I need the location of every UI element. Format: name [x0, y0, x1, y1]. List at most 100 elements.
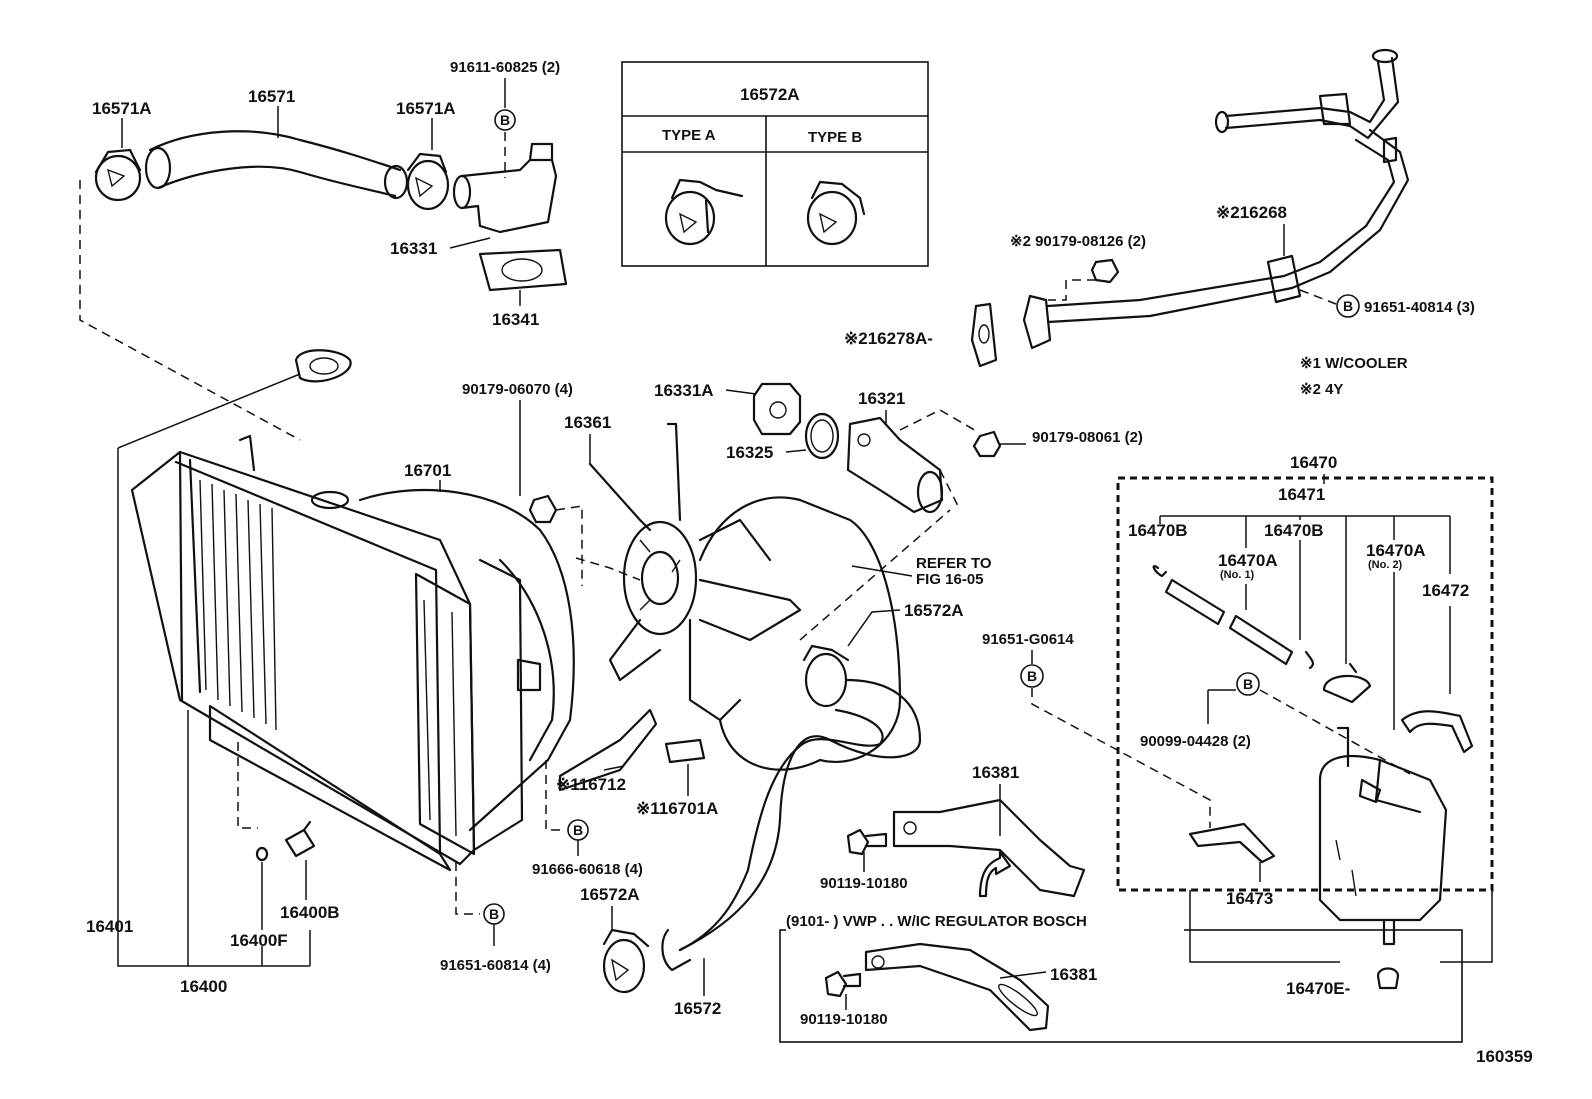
lower-hose-16572 — [661, 678, 922, 972]
water-inlet-16321 — [846, 416, 944, 514]
label-fig-16-05: FIG 16-05 — [916, 571, 984, 588]
label-bosch-note: (9101- ) VWP . . W/IC REGULATOR BOSCH — [786, 913, 1087, 930]
reservoir-kit-box — [1116, 476, 1494, 892]
label-16471: 16471 — [1278, 485, 1325, 504]
label-216278A: ※216278A- — [844, 329, 933, 348]
label-16571: 16571 — [248, 87, 295, 106]
leader-16571A-to-radiator — [79, 180, 301, 441]
label-16470: 16470 — [1290, 453, 1337, 472]
label-91651-60814-4: 91651-60814 (4) — [440, 957, 551, 974]
bolt-marker-91651-G0614: B — [1020, 664, 1044, 688]
label-16401: 16401 — [86, 917, 133, 936]
label-91666-60618: 91666-60618 (4) — [532, 861, 643, 878]
clip-16470B-left — [1152, 565, 1168, 578]
clamp-16572A-low — [602, 928, 650, 994]
label-16571A-left: 16571A — [92, 99, 152, 118]
label-16331: 16331 — [390, 239, 437, 258]
note-4y: ※2 4Y — [1300, 381, 1343, 398]
clip-16470B-right — [1304, 650, 1315, 670]
bracket-16473 — [1188, 822, 1276, 864]
label-type-b: TYPE B — [808, 129, 862, 146]
svg-text:B: B — [1027, 668, 1037, 684]
label-91651-40814-3: 91651-40814 (3) — [1364, 299, 1475, 316]
label-16470B-left: 16470B — [1128, 521, 1188, 540]
arrow-icon — [978, 850, 1012, 898]
label-16321: 16321 — [858, 389, 905, 408]
label-16400: 16400 — [180, 977, 227, 996]
svg-text:B: B — [573, 822, 583, 838]
label-90099-04428: 90099-04428 (2) — [1140, 733, 1251, 750]
label-no1: (No. 1) — [1220, 569, 1255, 581]
shroud-16701 — [358, 488, 575, 852]
radiator-16400 — [130, 434, 476, 872]
gasket-216278A — [970, 302, 998, 368]
water-outlet-16331 — [452, 142, 558, 234]
note-w-cooler: ※1 W/COOLER — [1300, 355, 1408, 372]
label-16381-top: 16381 — [972, 763, 1019, 782]
label-16361: 16361 — [564, 413, 611, 432]
hose-16571 — [144, 130, 409, 200]
cap-16470E — [1376, 967, 1400, 990]
cap-16470A-no2 — [1322, 662, 1372, 704]
label-16331A: 16331A — [654, 381, 714, 400]
svg-text:B: B — [489, 906, 499, 922]
label-116712: ※116712 — [556, 775, 626, 794]
label-16572A-mid: 16572A — [904, 601, 964, 620]
nut-90179-06070 — [528, 494, 558, 524]
bolt-90119-bottom — [824, 970, 862, 998]
nut-90179-08126 — [1090, 258, 1120, 284]
clamp-type-a-icon — [664, 178, 744, 246]
label-type-a: TYPE A — [662, 127, 716, 144]
label-90119-10180-top: 90119-10180 — [820, 875, 908, 892]
svg-text:B: B — [1243, 676, 1253, 692]
label-216268: ※216268 — [1216, 203, 1287, 222]
label-90179-08061: 90179-08061 (2) — [1032, 429, 1143, 446]
bracket-116701A — [664, 738, 706, 764]
label-16472: 16472 — [1422, 581, 1469, 600]
label-16470A-no1: 16470A — [1218, 551, 1278, 570]
leader-drain — [237, 742, 258, 829]
label-16470B-right: 16470B — [1264, 521, 1324, 540]
gasket-16325 — [804, 412, 840, 460]
hose-16470A-no1 — [1164, 578, 1294, 666]
clamp-type-b-icon — [806, 180, 866, 246]
clamp-16572A-mid — [802, 644, 850, 708]
label-16325: 16325 — [726, 443, 773, 462]
cooler-pipe-216268 — [1022, 48, 1410, 350]
bolt-marker-91651-60814: B — [483, 903, 505, 925]
label-16470A-no2: 16470A — [1366, 541, 1426, 560]
fan-belt-ref — [698, 496, 902, 771]
label-116701A: ※116701A — [636, 799, 718, 818]
hose-16472 — [1400, 710, 1474, 754]
bolt-marker-90099: B — [1236, 672, 1260, 696]
bolt-marker-91651-40814: B — [1336, 294, 1360, 318]
drain-cock-16400B — [284, 820, 316, 858]
reservoir-tank — [1318, 726, 1448, 946]
radiator-cap-gasket — [294, 349, 352, 383]
label-16470E: 16470E- — [1286, 979, 1350, 998]
label-16473: 16473 — [1226, 889, 1273, 908]
label-90179-06070: 90179-06070 (4) — [462, 381, 573, 398]
label-16400B: 16400B — [280, 903, 340, 922]
label-refer-to: REFER TO — [916, 555, 992, 572]
label-90179-08126: ※2 90179-08126 (2) — [1010, 233, 1146, 250]
shield-116712 — [558, 708, 658, 792]
bolt-marker-91666: B — [567, 819, 589, 841]
figure-number: 160359 — [1476, 1047, 1533, 1066]
clamp-16571A-right — [406, 152, 450, 211]
nut-90179-08061 — [972, 430, 1002, 458]
thermostat-16331A — [752, 382, 802, 436]
clamp-16571A-left — [94, 148, 142, 202]
label-16571A-right: 16571A — [396, 99, 456, 118]
leader-91651-60814 — [455, 862, 480, 915]
fan-16361 — [588, 422, 802, 722]
label-91611-60825: 91611-60825 (2) — [450, 59, 560, 76]
label-16572: 16572 — [674, 999, 721, 1018]
bolt-marker-91611: B — [494, 109, 516, 131]
label-90119-10180-bottom: 90119-10180 — [800, 1011, 888, 1028]
bracket-16381-bottom — [864, 942, 1050, 1032]
bracket-16381-top — [892, 798, 1086, 898]
svg-text:B: B — [1343, 298, 1353, 314]
label-16572A-low: 16572A — [580, 885, 640, 904]
